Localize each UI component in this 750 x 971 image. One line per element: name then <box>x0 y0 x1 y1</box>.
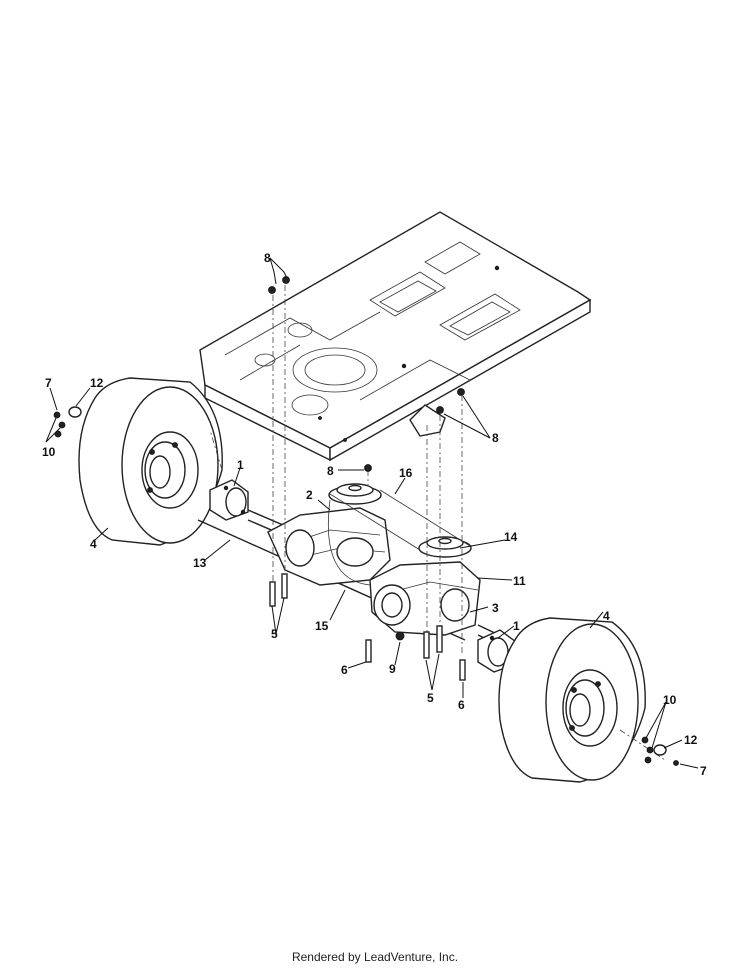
callout-8-right: 8 <box>492 431 499 445</box>
callout-labels: 8 8 8 7 12 10 4 1 2 16 13 14 11 3 15 5 6… <box>42 251 707 778</box>
callout-10-left: 10 <box>42 445 56 459</box>
right-transaxle <box>369 536 481 636</box>
callout-16: 16 <box>399 466 413 480</box>
callout-12-left: 12 <box>90 376 104 390</box>
callout-8-top: 8 <box>264 251 271 265</box>
footer-credit: Rendered by LeadVenture, Inc. <box>291 950 459 964</box>
left-axle-hub <box>209 479 291 539</box>
callout-9: 9 <box>389 662 396 676</box>
callout-12-right: 12 <box>684 733 698 747</box>
callout-7-right: 7 <box>700 764 707 778</box>
callout-1-left: 1 <box>237 458 244 472</box>
callout-6-right: 6 <box>458 698 465 712</box>
callout-3: 3 <box>492 601 499 615</box>
callout-14: 14 <box>504 530 518 544</box>
leader-lines <box>45 257 699 769</box>
callout-5-left: 5 <box>271 627 278 641</box>
callout-8-center: 8 <box>327 464 334 478</box>
left-transaxle <box>267 483 391 586</box>
callout-11: 11 <box>513 574 526 588</box>
callout-15: 15 <box>315 619 329 633</box>
hardware <box>53 276 679 766</box>
callout-4-left: 4 <box>90 537 97 551</box>
frame-plate <box>199 211 592 462</box>
callout-1-right: 1 <box>513 619 520 633</box>
callout-5-right: 5 <box>427 691 434 705</box>
callout-10-right: 10 <box>663 693 677 707</box>
callout-4-right: 4 <box>603 609 610 623</box>
callout-6-left: 6 <box>341 663 348 677</box>
left-wheel <box>78 377 223 546</box>
callout-7-left: 7 <box>45 376 52 390</box>
callout-2: 2 <box>306 488 313 502</box>
callout-13: 13 <box>193 556 207 570</box>
drive-belt <box>327 489 471 586</box>
right-wheel <box>498 617 646 783</box>
